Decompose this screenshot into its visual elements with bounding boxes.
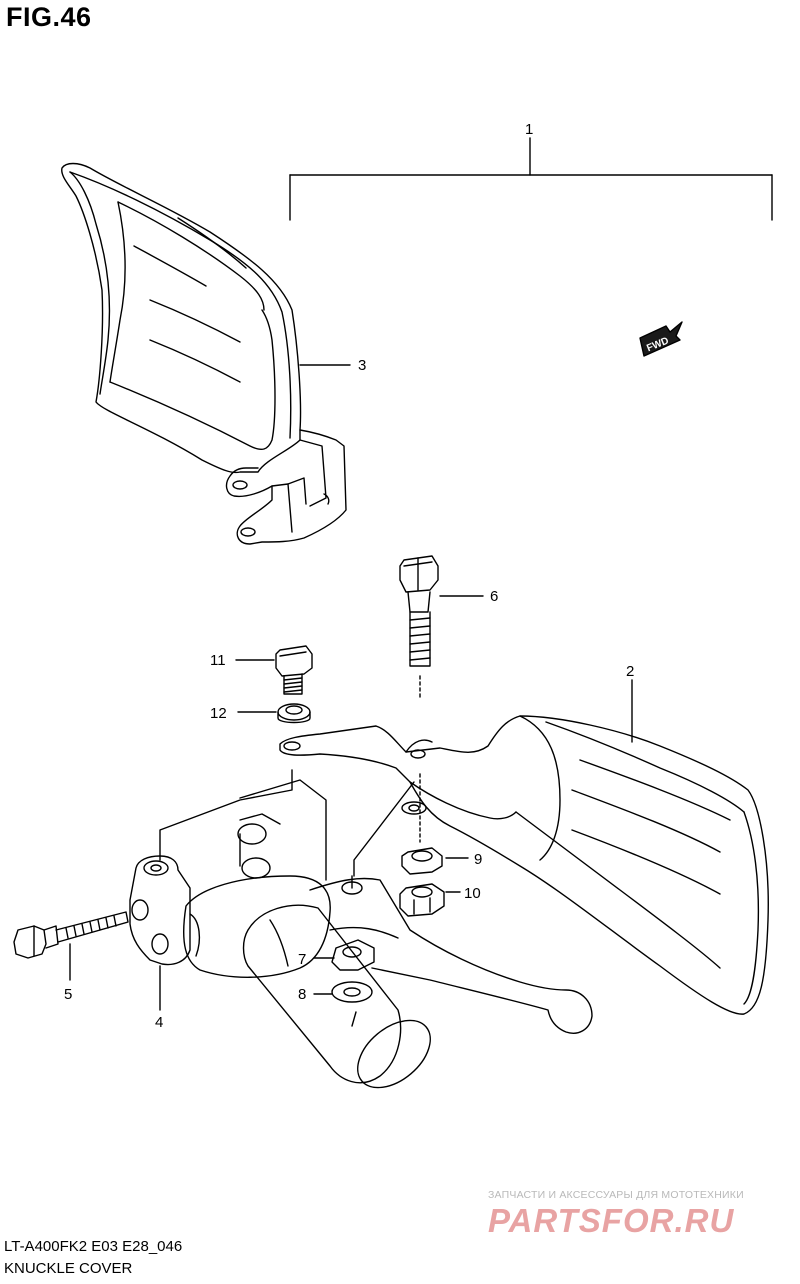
callout-3-label: 3	[358, 357, 366, 374]
watermark-logo: PARTSFOR.RU	[488, 1202, 735, 1239]
washer-12	[277, 703, 311, 724]
callout-4-label: 4	[155, 1014, 163, 1031]
figure-title: FIG.46	[6, 2, 92, 32]
nut-10	[399, 883, 445, 917]
callout-1-label: 1	[525, 121, 533, 138]
fwd-arrow-icon: FWD	[639, 321, 683, 357]
knuckle-cover-right	[279, 715, 769, 1015]
bolt-11	[275, 645, 313, 695]
nut-7	[331, 939, 375, 971]
model-code: LT-A400FK2 E03 E28_046	[4, 1238, 183, 1255]
callout-8-label: 8	[298, 986, 306, 1003]
bolt-6	[399, 555, 439, 701]
callout-12-label: 12	[210, 705, 227, 722]
callout-7-label: 7	[298, 951, 306, 968]
callout-9-label: 9	[474, 851, 482, 868]
callout-6-label: 6	[490, 588, 498, 605]
watermark-caption: ЗАПЧАСТИ И АКСЕССУАРЫ ДЛЯ МОТОТЕХНИКИ	[488, 1189, 744, 1201]
assembly-bracket	[289, 137, 773, 221]
callout-10-label: 10	[464, 885, 481, 902]
lever-clamp-4	[129, 779, 593, 1089]
callout-2-label: 2	[626, 663, 634, 680]
figure-name: KNUCKLE COVER	[4, 1260, 133, 1277]
washer-8	[331, 981, 373, 1003]
bolt-5	[13, 911, 129, 959]
callout-11-label: 11	[210, 652, 226, 669]
callout-5-label: 5	[64, 986, 72, 1003]
nut-9	[401, 847, 443, 875]
knuckle-cover-left	[61, 162, 347, 545]
